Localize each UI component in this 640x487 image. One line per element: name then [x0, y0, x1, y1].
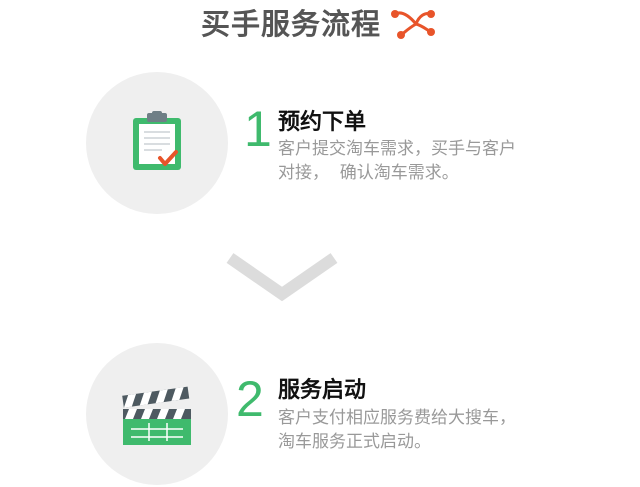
page-header: 买手服务流程	[0, 0, 640, 44]
process-nodes-icon	[391, 10, 435, 39]
step-1-icon-circle	[86, 72, 228, 214]
step-2-number: 2	[236, 371, 264, 427]
clapperboard-icon	[122, 386, 191, 445]
step-1-desc-line-2: 对接， 确认淘车需求。	[278, 163, 459, 183]
step-2-description: 客户支付相应服务费给大搜车， 淘车服务正式启动。	[278, 406, 578, 454]
step-1-number: 1	[244, 101, 272, 157]
step-2-desc-line-2: 淘车服务正式启动。	[278, 432, 431, 452]
step-2-title: 服务启动	[278, 378, 367, 403]
clipboard-check-icon	[133, 111, 181, 170]
step-2-desc-line-1: 客户支付相应服务费给大搜车，	[278, 408, 516, 428]
step-1-desc-line-1: 客户提交淘车需求，买手与客户	[278, 139, 516, 159]
page-title: 买手服务流程	[200, 7, 381, 41]
step-2-icon-circle	[86, 343, 228, 485]
step-1-description: 客户提交淘车需求，买手与客户 对接， 确认淘车需求。	[278, 137, 578, 185]
step-1-title: 预约下单	[278, 110, 367, 135]
chevron-down-icon	[226, 253, 338, 302]
